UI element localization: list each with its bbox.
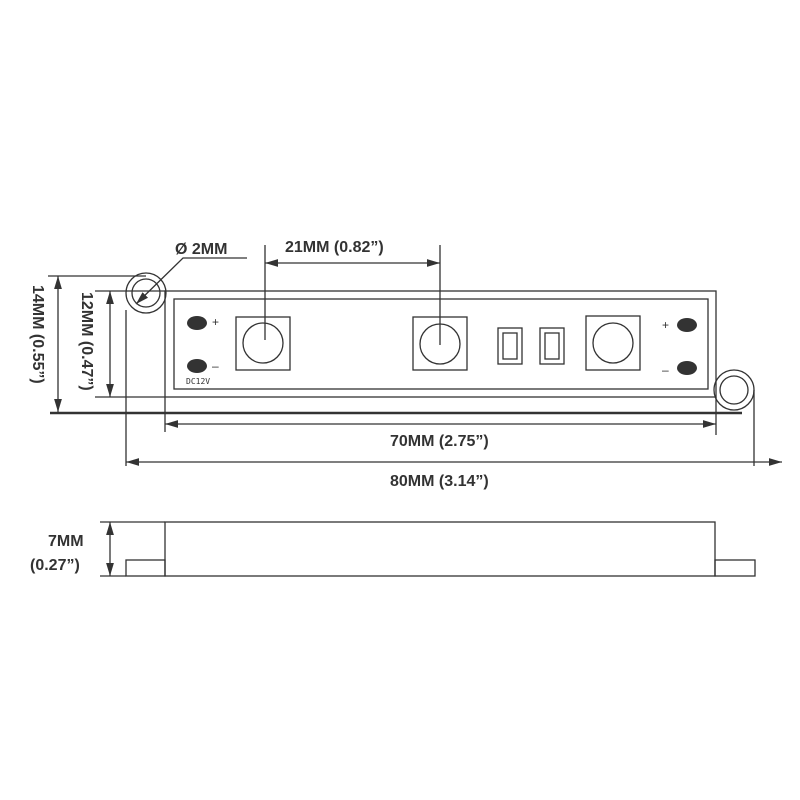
side-tab-left <box>125 559 166 577</box>
resistor-2 <box>539 327 565 365</box>
led-1 <box>235 316 291 371</box>
led-spacing-label: 21MM (0.82”) <box>285 239 384 256</box>
minus-sign-right: – <box>662 363 669 377</box>
length-total-label: 80MM (3.14”) <box>390 473 489 490</box>
module-body-inner <box>173 298 709 390</box>
side-view-body <box>164 521 716 577</box>
plus-sign-right: + <box>662 318 669 332</box>
minus-sign-left: – <box>212 359 219 373</box>
mount-hole-left <box>125 272 167 314</box>
led-3 <box>585 315 641 371</box>
length-body-label: 70MM (2.75”) <box>390 433 489 450</box>
hole-leader <box>135 257 247 305</box>
side-tab-right <box>714 559 756 577</box>
resistor-1 <box>497 327 523 365</box>
thickness-in-label: (0.27”) <box>30 557 80 574</box>
voltage-label: DC12V <box>186 377 210 386</box>
height-outer-label: 14MM (0.55”) <box>29 285 46 384</box>
height-inner-label: 12MM (0.47”) <box>78 292 95 391</box>
thickness-mm-label: 7MM <box>48 533 84 550</box>
solder-pads <box>187 316 697 375</box>
plus-sign-left: + <box>212 315 219 329</box>
mount-hole-right <box>713 369 755 411</box>
hole-label: Ø 2MM <box>175 241 227 258</box>
